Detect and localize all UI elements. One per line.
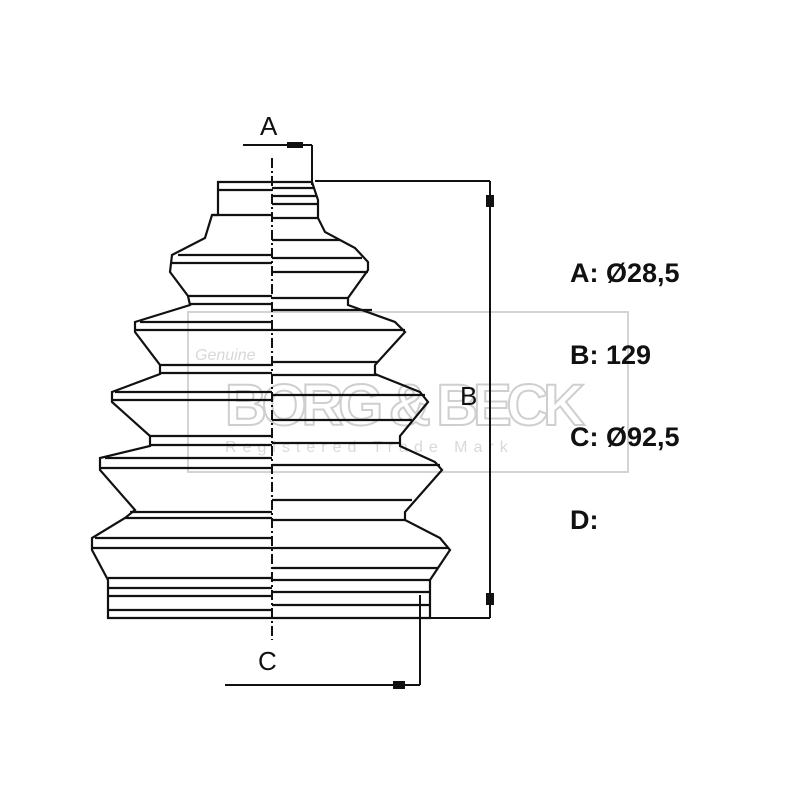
spec-c: C: Ø92,5 xyxy=(570,422,680,452)
dimension-a xyxy=(243,142,313,185)
boot-left-profile xyxy=(90,180,272,620)
watermark-tagline: Genuine xyxy=(195,347,256,364)
watermark-subtitle: Registered Trade Mark xyxy=(225,439,514,456)
spec-b: B: 129 xyxy=(570,340,652,370)
dimension-b xyxy=(315,180,494,619)
spec-d: D: xyxy=(570,505,599,535)
boot-outline xyxy=(90,180,452,620)
dimension-c-label: C xyxy=(258,646,277,676)
boot-ribs-right xyxy=(272,186,448,607)
dimension-a-label: A xyxy=(260,111,278,141)
boot-ribs-left xyxy=(92,188,272,612)
spec-a: A: Ø28,5 xyxy=(570,258,680,288)
dimension-b-label: B xyxy=(460,381,477,411)
watermark-brand: BORG & BECK xyxy=(225,373,585,438)
dimension-c xyxy=(225,595,421,689)
watermark: Genuine BORG & BECK Registered Trade Mar… xyxy=(187,311,629,473)
